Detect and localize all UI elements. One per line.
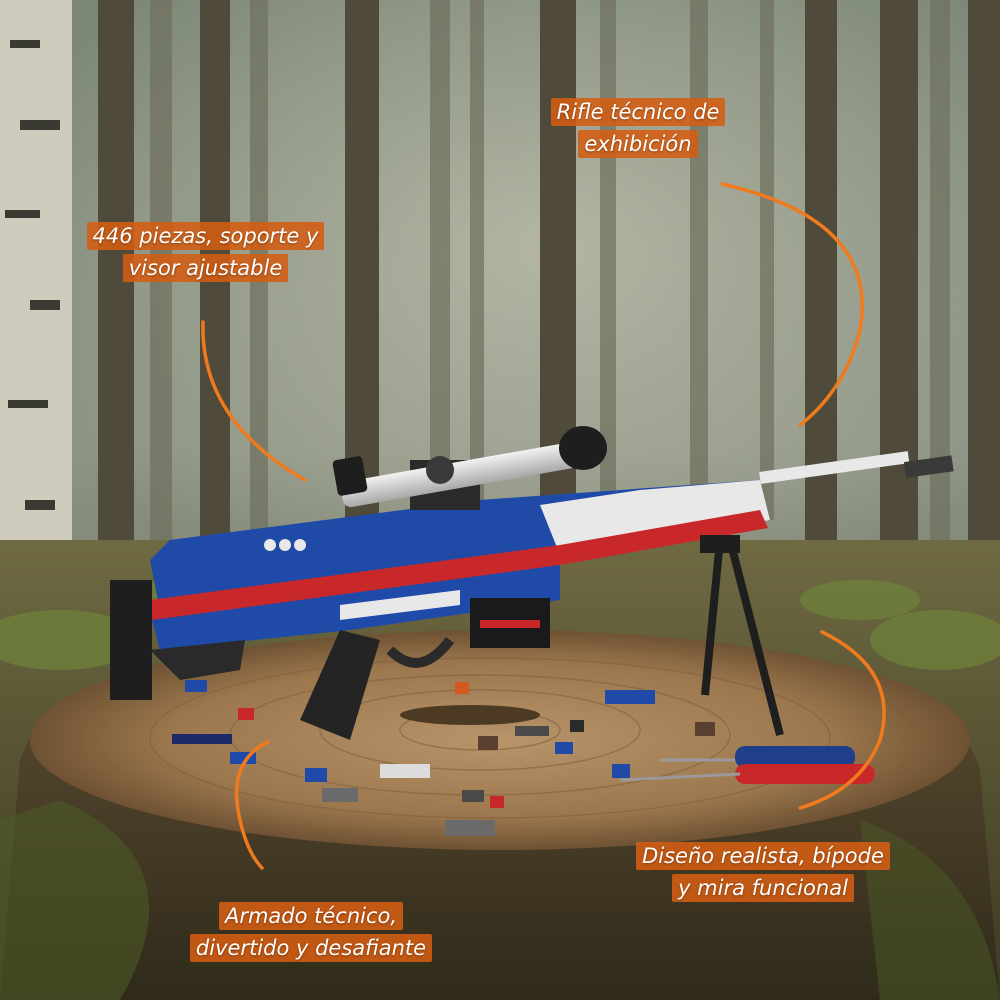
callout-rifle: Rifle técnico de exhibición [538, 96, 738, 160]
birch-tree [0, 0, 72, 600]
callout-design-line2: y mira funcional [672, 874, 854, 902]
callout-pieces-line2: visor ajustable [122, 254, 289, 282]
callout-line-pieces [201, 320, 307, 482]
callout-line-design [798, 630, 886, 810]
callout-rifle-line2: exhibición [578, 130, 698, 158]
callout-design-line1: Diseño realista, bípode [636, 842, 890, 870]
callout-assembly-line2: divertido y desafiante [189, 934, 433, 962]
callout-line-rifle [720, 182, 864, 427]
callout-assembly-line1: Armado técnico, [218, 902, 404, 930]
screwdrivers [619, 746, 875, 784]
callout-design: Diseño realista, bípode y mira funcional [628, 840, 898, 904]
toy-rifle [110, 426, 954, 740]
loose-pieces [172, 680, 715, 836]
callout-lines [201, 182, 886, 870]
callout-line-assembly [234, 740, 270, 870]
callout-rifle-line1: Rifle técnico de [550, 98, 726, 126]
callout-pieces-line1: 446 piezas, soporte y [86, 222, 325, 250]
callout-pieces: 446 piezas, soporte y visor ajustable [68, 220, 343, 284]
callout-assembly: Armado técnico, divertido y desafiante [166, 900, 456, 964]
